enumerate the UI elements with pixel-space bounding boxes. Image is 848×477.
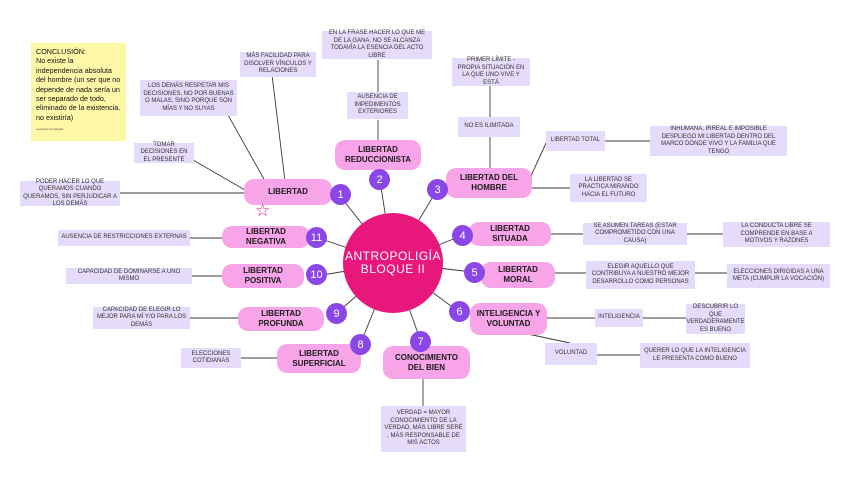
topic-libertad-positiva[interactable]: LIBERTAD POSITIVA [222, 264, 304, 288]
detail-moral-elegir: ELEGIR AQUELLO QUE CONTRIBUYA A NUESTRO … [586, 261, 695, 289]
conclusion-body: No existe la independencia absoluta del … [36, 56, 121, 122]
detail-positiva-capacidad: CAPACIDAD DE DOMINARSE A UNO MISMO [66, 268, 192, 284]
detail-libertad-respetar: LOS DEMÁS RESPETAR MIS DECISIONES, NO PO… [140, 80, 237, 116]
topic-inteligencia-y-voluntad[interactable]: INTELIGENCIA Y VOLUNTAD [470, 303, 547, 335]
detail-libertad-facilidad: MÁS FACILIDAD PARA DISOLVER VÍNCULOS Y R… [240, 52, 316, 77]
number-badge-8: 8 [350, 334, 371, 355]
hub-title-line1: ANTROPOLIGÍA [344, 249, 442, 263]
topic-libertad-negativa[interactable]: LIBERTAD NEGATIVA [222, 226, 310, 248]
detail-hombre-primer-limite: PRIMER LÍMITE - PROPIA SITUACIÓN EN LA Q… [452, 57, 530, 86]
topic-libertad-situada[interactable]: LIBERTAD SITUADA [469, 222, 551, 246]
hub-title-line2: BLOQUE II [360, 262, 426, 276]
topic-libertad-superficial[interactable]: LIBERTAD SUPERFICIAL [277, 344, 361, 373]
number-badge-10: 10 [306, 264, 327, 285]
detail-hombre-no-ilimitada: NO ES ILIMITADA [458, 117, 520, 137]
detail-superficial-elecciones: ELECCIONES COTIDIANAS [181, 348, 241, 368]
number-badge-1: 1 [330, 184, 351, 205]
topic-libertad-del-hombre[interactable]: LIBERTAD DEL HOMBRE [446, 168, 532, 198]
topic-conocimiento-del-bien[interactable]: CONOCIMIENTO DEL BIEN [383, 346, 470, 379]
detail-conocimiento-verdad: VERDAD = MAYOR CONOCIMIENTO DE LA VERDAD… [381, 406, 466, 452]
detail-libertad-tomar-decisiones: TOMAR DECISIONES EN EL PRESENTE [134, 142, 194, 163]
detail-situada-conducta: LA CONDUCTA LIBRE SE COMPRENDE EN BASE A… [723, 222, 830, 247]
conclusion-note: CONCLUSIÓN: No existe la independencia a… [31, 43, 126, 141]
central-topic[interactable]: ANTROPOLIGÍA BLOQUE II [343, 213, 443, 313]
detail-situada-tareas: SE ASUMEN TAREAS (ESTAR COMPROMETIDO CON… [583, 223, 687, 245]
detail-reduccionista-ausencia: AUSENCIA DE IMPEDIMENTOS EXTERIORES [347, 92, 408, 119]
detail-libertad-poder-hacer: PODER HACER LO QUE QUERAMOS CUANDO QUERA… [20, 179, 120, 207]
detail-voluntad: VOLUNTAD [545, 343, 597, 365]
detail-hombre-libertad-total: LIBERTAD TOTAL [546, 131, 605, 151]
detail-inteligencia: INTELIGENCIA [595, 309, 643, 327]
topic-libertad-profunda[interactable]: LIBERTAD PROFUNDA [238, 307, 324, 331]
detail-hombre-inhumana: INHUMANA, IRREAL E IMPOSIBLE DESPLIEGO M… [650, 126, 787, 156]
number-badge-4: 4 [452, 225, 473, 246]
conclusion-signature: Leanders Fernandez [36, 127, 64, 132]
topic-libertad-moral[interactable]: LIBERTAD MORAL [481, 262, 555, 288]
detail-hombre-futuro: LA LIBERTAD SE PRACTICA MIRANDO HACIA EL… [570, 174, 647, 202]
topic-libertad[interactable]: LIBERTAD [244, 179, 332, 205]
detail-reduccionista-frase: EN LA FRASE HACER LO QUE ME DE LA GANA, … [322, 30, 432, 59]
detail-voluntad-querer: QUERER LO QUE LA INTELIGENCIA LE PRESENT… [640, 343, 750, 368]
detail-profunda-capacidad: CAPACIDAD DE ELEGIR LO MEJOR PARA MÍ Y/O… [93, 307, 190, 329]
conclusion-title: CONCLUSIÓN: [36, 47, 86, 56]
detail-inteligencia-descubrir: DESCUBRIR LO QUE VERDADERAMENTE ES BUENO [686, 304, 745, 334]
detail-negativa-ausencia: AUSENCIA DE RESTRICCIONES EXTERNAS [58, 230, 190, 246]
number-badge-5: 5 [464, 262, 485, 283]
number-badge-7: 7 [410, 331, 431, 352]
topic-libertad-reduccionista[interactable]: LIBERTAD REDUCCIONISTA [335, 140, 421, 170]
number-badge-11: 11 [306, 227, 327, 248]
number-badge-9: 9 [326, 303, 347, 324]
number-badge-3: 3 [427, 179, 448, 200]
number-badge-6: 6 [449, 301, 470, 322]
detail-moral-elecciones: ELECCIONES DIRIGIDAS A UNA META (CUMPLIR… [727, 264, 830, 288]
star-icon: ☆ [255, 201, 271, 220]
number-badge-2: 2 [369, 169, 390, 190]
